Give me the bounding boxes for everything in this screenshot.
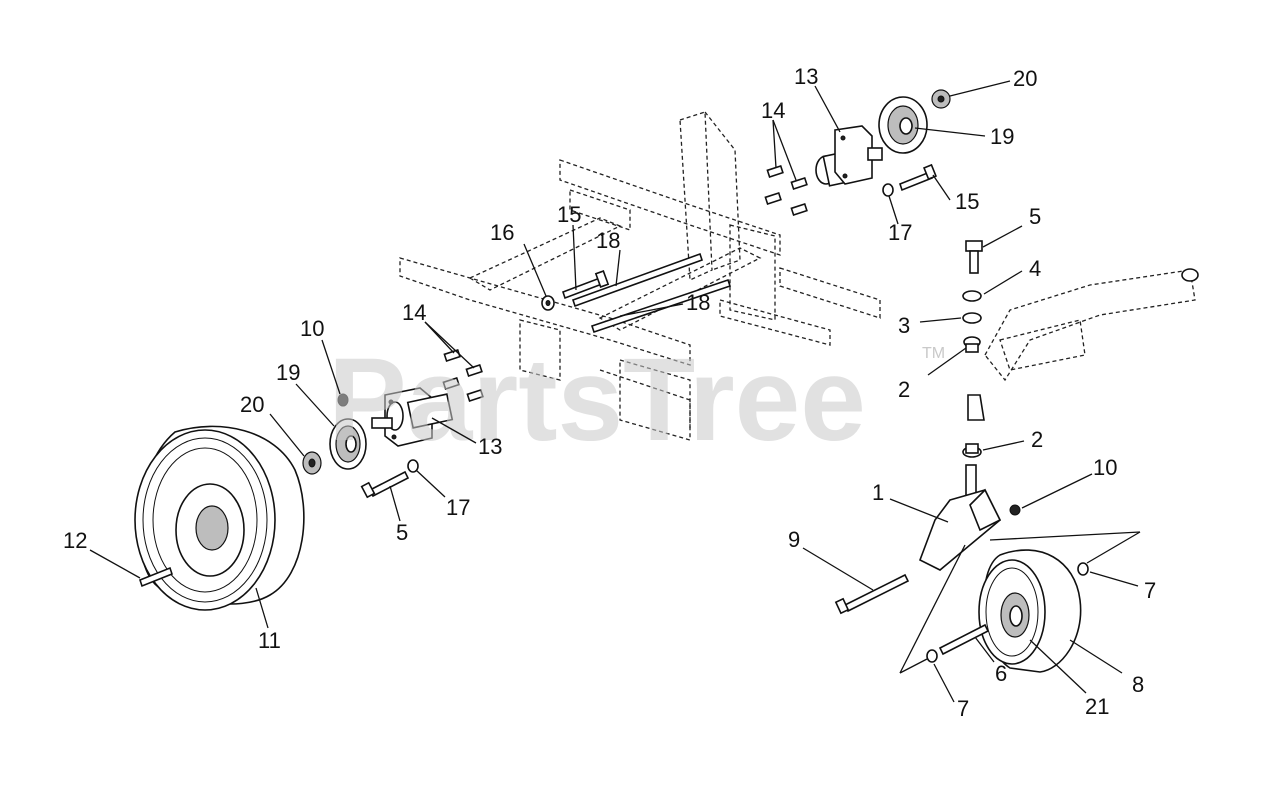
bolt-15-mid	[561, 270, 610, 300]
pulley-19-top	[878, 96, 928, 154]
callout-1: 1	[872, 480, 884, 505]
callout-11: 11	[258, 628, 281, 653]
callout-14-top: 14	[761, 98, 785, 123]
bushing-2-upper	[963, 336, 981, 353]
washer-7-bottom	[926, 649, 938, 663]
callout-16: 16	[490, 220, 514, 245]
bushing-2-lower	[962, 443, 982, 458]
front-wheel-8	[978, 549, 1082, 673]
callout-13-top: 13	[794, 64, 818, 89]
callout-18-upper: 18	[596, 228, 620, 253]
callout-3: 3	[898, 313, 910, 338]
callout-10-right: 10	[1093, 455, 1117, 480]
nut-20-top	[931, 89, 951, 109]
washer-4	[962, 290, 982, 302]
callout-15-top: 15	[955, 189, 979, 214]
callout-19-top: 19	[990, 124, 1014, 149]
axle-rods	[571, 252, 732, 334]
callout-12: 12	[63, 528, 87, 553]
nut-10-left	[337, 393, 349, 407]
caster-fork-1	[918, 464, 1002, 571]
callout-8: 8	[1132, 672, 1144, 697]
callout-2-upper: 2	[898, 377, 910, 402]
axle-bolt-6	[938, 623, 990, 656]
nut-10-right	[1009, 504, 1021, 516]
nut-20-left	[302, 451, 322, 475]
callout-5-right: 5	[1029, 204, 1041, 229]
bolt-9	[834, 573, 910, 615]
callout-21: 21	[1085, 694, 1109, 719]
callout-17-left: 17	[446, 495, 470, 520]
callout-7-bottom: 7	[957, 696, 969, 721]
callout-19-left: 19	[276, 360, 300, 385]
washer-3	[962, 312, 982, 324]
bolt-15-top	[899, 163, 937, 192]
leader-lines	[89, 80, 1141, 703]
washer-17-left	[407, 459, 419, 473]
front-caster-arm	[967, 268, 1199, 421]
callout-20-left: 20	[240, 392, 264, 417]
watermark-text: PartsTree	[328, 334, 866, 466]
washer-7-right	[1077, 562, 1089, 576]
callout-17-top: 17	[888, 220, 912, 245]
callout-14-left: 14	[402, 300, 426, 325]
bolt-5-left	[360, 470, 410, 499]
callout-labels: 20 13 14 19 15 17 5 4 3 2 2 10 1 9 7 8 6…	[63, 64, 1156, 721]
callout-2-lower: 2	[1031, 427, 1043, 452]
washer-17-top	[882, 183, 894, 197]
callout-13-left: 13	[478, 434, 502, 459]
rear-wheel-11	[134, 425, 305, 611]
bolt-12	[139, 566, 173, 588]
callout-20-top: 20	[1013, 66, 1037, 91]
bearing-housing-13-left	[371, 387, 454, 447]
callout-7-right: 7	[1144, 578, 1156, 603]
callout-5-left: 5	[396, 520, 408, 545]
callout-4: 4	[1029, 256, 1041, 281]
pins-14-left	[442, 348, 484, 402]
pulley-19-left	[329, 418, 367, 470]
callout-10-left: 10	[300, 316, 324, 341]
bearing-housing-13-top	[815, 125, 883, 187]
bolt-5-right	[965, 240, 983, 274]
pins-14-top	[764, 164, 808, 216]
callout-6: 6	[995, 661, 1007, 686]
watermark-trademark: TM	[922, 345, 945, 362]
callout-18-lower: 18	[686, 290, 710, 315]
callout-9: 9	[788, 527, 800, 552]
callout-15-mid: 15	[557, 202, 581, 227]
